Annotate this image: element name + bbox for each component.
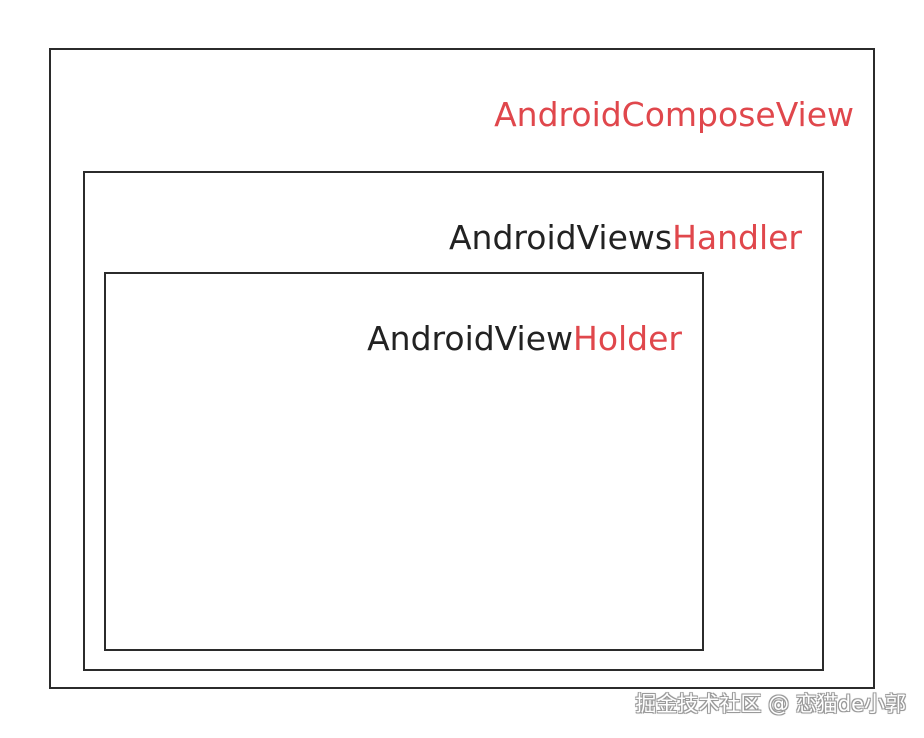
android-views-handler-label: AndroidViewsHandler — [449, 218, 802, 258]
android-compose-view-label-text: AndroidComposeView — [494, 95, 854, 134]
watermark: 掘金技术社区 @ 恋猫de小郭 — [635, 692, 906, 716]
android-views-handler-box — [83, 171, 824, 671]
android-view-holder-label: AndroidViewHolder — [367, 319, 682, 359]
android-views-handler-label-accent: Handler — [672, 218, 802, 257]
android-view-holder-label-main: AndroidView — [367, 319, 573, 358]
android-compose-view-box — [49, 48, 875, 689]
android-view-holder-label-accent: Holder — [573, 319, 682, 358]
android-view-holder-box — [104, 272, 704, 651]
android-views-handler-label-main: AndroidViews — [448, 218, 673, 257]
android-compose-view-label: AndroidComposeView — [494, 95, 854, 135]
